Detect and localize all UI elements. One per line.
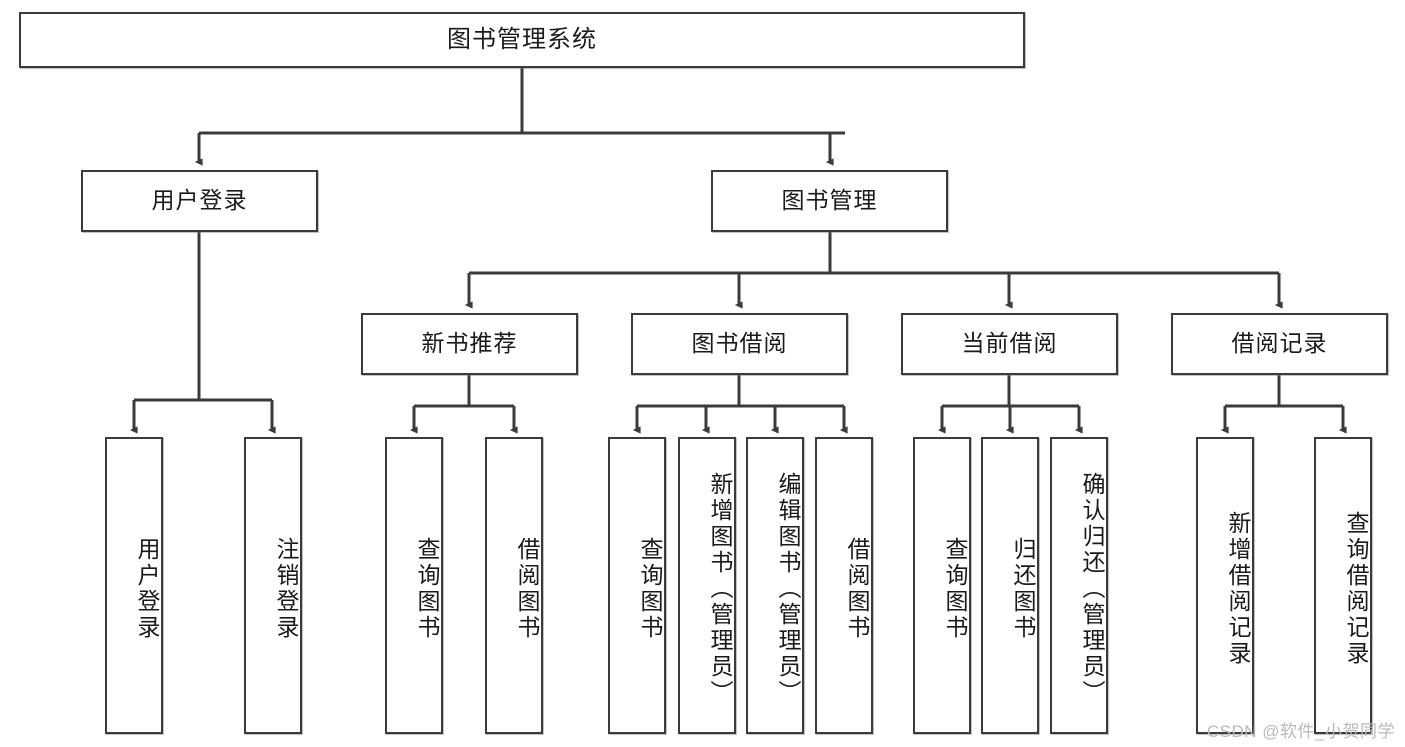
node-label: 归还图书	[1010, 536, 1036, 641]
node-label: 查询图书	[942, 536, 968, 641]
node-label: 注销登录	[273, 536, 299, 641]
node-label: 新书推荐	[421, 330, 518, 357]
node-current-borrow[interactable]: 当前借阅	[901, 313, 1118, 375]
node-label: 编辑图书（管理员）	[775, 471, 801, 706]
node-label: 查询借阅记录	[1343, 510, 1369, 667]
node-label: 图书借阅	[691, 330, 788, 357]
node-book-borrow[interactable]: 图书借阅	[631, 313, 848, 375]
leaf-borrow-book[interactable]: 借阅图书	[815, 437, 873, 734]
leaf-borrow-book-recommend[interactable]: 借阅图书	[485, 437, 543, 734]
leaf-logout[interactable]: 注销登录	[244, 437, 302, 734]
node-label: 用户登录	[151, 187, 248, 214]
node-label: 查询图书	[414, 536, 440, 641]
node-label: 当前借阅	[961, 330, 1058, 357]
leaf-search-book-current[interactable]: 查询图书	[913, 437, 971, 734]
leaf-search-borrow-record[interactable]: 查询借阅记录	[1314, 437, 1372, 734]
node-label: 借阅图书	[514, 536, 540, 641]
node-new-book-recommend[interactable]: 新书推荐	[361, 313, 578, 375]
node-label: 新增图书（管理员）	[707, 471, 733, 706]
watermark: CSDN @软件_小贺同学	[1206, 722, 1395, 741]
node-label: 图书管理	[781, 187, 878, 214]
node-book-management[interactable]: 图书管理	[711, 170, 948, 232]
node-root[interactable]: 图书管理系统	[19, 12, 1025, 68]
leaf-search-book-borrow[interactable]: 查询图书	[608, 437, 666, 734]
node-label: 用户登录	[134, 536, 160, 641]
leaf-add-borrow-record[interactable]: 新增借阅记录	[1196, 437, 1254, 734]
leaf-user-login[interactable]: 用户登录	[105, 437, 163, 734]
leaf-edit-book-admin[interactable]: 编辑图书（管理员）	[746, 437, 804, 734]
node-label: 借阅记录	[1231, 330, 1328, 357]
node-label: 新增借阅记录	[1225, 510, 1251, 667]
leaf-add-book-admin[interactable]: 新增图书（管理员）	[678, 437, 736, 734]
node-label: 图书管理系统	[447, 25, 597, 53]
leaf-search-book-recommend[interactable]: 查询图书	[385, 437, 443, 734]
node-label: 查询图书	[637, 536, 663, 641]
node-user-login[interactable]: 用户登录	[81, 170, 318, 232]
leaf-return-book[interactable]: 归还图书	[981, 437, 1039, 734]
leaf-confirm-return-admin[interactable]: 确认归还（管理员）	[1050, 437, 1108, 734]
node-label: 借阅图书	[844, 536, 870, 641]
node-label: 确认归还（管理员）	[1079, 471, 1105, 706]
node-borrow-records[interactable]: 借阅记录	[1171, 313, 1388, 375]
